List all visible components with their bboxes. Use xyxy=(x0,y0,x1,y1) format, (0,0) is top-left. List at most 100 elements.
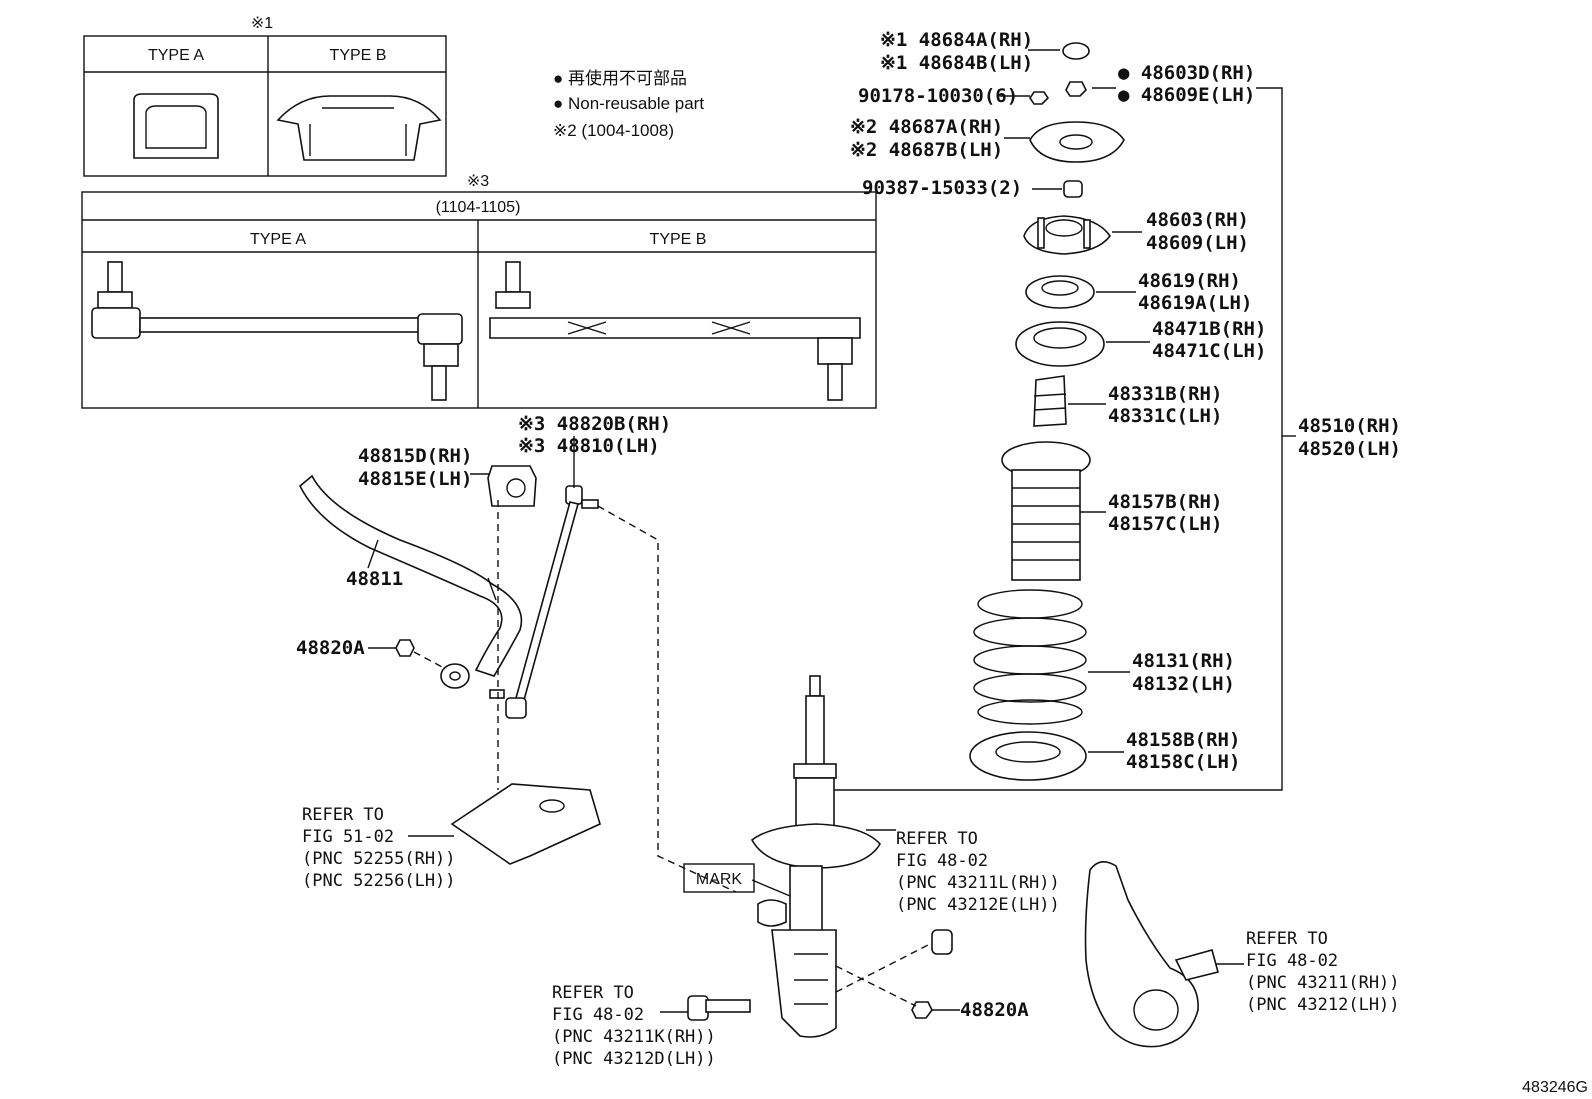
legend-nonreusable-ja: ● 再使用不可部品 xyxy=(553,68,687,88)
bracket-fig51-drawing xyxy=(450,783,601,865)
collar-90387-drawing xyxy=(1063,180,1083,198)
stabilizer-link-type-b-drawing xyxy=(489,261,861,401)
label-48520-lh: 48520(LH) xyxy=(1298,438,1401,460)
ref-fig48-mid-line2: FIG 48-02 xyxy=(896,851,988,871)
label-48158b-rh: 48158B(RH) xyxy=(1126,729,1240,751)
strut-stack-drawings xyxy=(969,42,1125,781)
label-48471c-lh: 48471C(LH) xyxy=(1152,340,1266,362)
table1-type-a: TYPE A xyxy=(148,47,204,64)
ref-fig51-line2: FIG 51-02 xyxy=(302,827,394,847)
label-48471b-rh: 48471B(RH) xyxy=(1152,318,1266,340)
label-48609e-lh: ● 48609E(LH) xyxy=(1118,84,1255,106)
ref-fig48-bottom-line3: (PNC 43211K(RH)) xyxy=(552,1027,716,1047)
label-48820a-left: 48820A xyxy=(296,637,365,659)
stabilizer-link-type-a-drawing xyxy=(91,261,463,401)
insulator-48157-drawing xyxy=(1001,441,1091,581)
label-48331c-lh: 48331C(LH) xyxy=(1108,405,1222,427)
label-48331b-rh: 48331B(RH) xyxy=(1108,383,1222,405)
label-48684-rh: ※1 48684A(RH) xyxy=(880,29,1033,51)
nut-48820a-right-drawing xyxy=(911,1001,933,1019)
nut-48820a-left-drawing xyxy=(395,639,415,657)
table1-note: ※1 xyxy=(251,15,273,32)
stabilizer-bar-drawing xyxy=(299,474,523,689)
strut-nut-drawing xyxy=(931,929,953,955)
label-48157c-lh: 48157C(LH) xyxy=(1108,513,1222,535)
label-48820a-right: 48820A xyxy=(960,999,1029,1021)
strut-bolt-drawing xyxy=(687,995,751,1021)
table3-type-a: TYPE A xyxy=(250,231,306,248)
ref-fig51-line4: (PNC 52256(LH)) xyxy=(302,871,456,891)
ref-fig51-line3: (PNC 52255(RH)) xyxy=(302,849,456,869)
ref-fig48-mid: REFER TO FIG 48-02 (PNC 43211L(RH)) (PNC… xyxy=(896,829,1060,915)
coil-spring-48131-drawing xyxy=(973,589,1087,725)
label-48811: 48811 xyxy=(346,568,403,590)
figure-id: 483246G xyxy=(1522,1079,1588,1096)
table1-type-b: TYPE B xyxy=(330,47,387,64)
stabilizer-link-drawing xyxy=(489,485,599,719)
ref-fig51: REFER TO FIG 51-02 (PNC 52255(RH)) (PNC … xyxy=(302,805,456,891)
label-48687-rh: ※2 48687A(RH) xyxy=(850,116,1003,138)
bumper-48331-drawing xyxy=(1033,375,1067,427)
ref-fig48-bottom: REFER TO FIG 48-02 (PNC 43211K(RH)) (PNC… xyxy=(552,983,716,1069)
strut-leader-lines xyxy=(830,49,1296,791)
part-labels: ※1 48684A(RH) ※1 48684B(LH) 90178-10030(… xyxy=(296,29,1401,1021)
mark-label: MARK xyxy=(683,863,755,893)
table-note-1: ※1 TYPE A TYPE B xyxy=(83,15,447,177)
table1-frame xyxy=(83,35,447,177)
ref-fig48-bottom-line1: REFER TO xyxy=(552,983,634,1003)
label-48815d-rh: 48815D(RH) xyxy=(358,445,472,467)
label-48158c-lh: 48158C(LH) xyxy=(1126,751,1240,773)
label-48603-rh: 48603(RH) xyxy=(1146,209,1249,231)
steering-knuckle-drawing xyxy=(1084,861,1219,1048)
lower-insulator-48158-drawing xyxy=(969,731,1087,781)
ref-fig48-right-line4: (PNC 43212(LH)) xyxy=(1246,995,1400,1015)
label-48820b-rh: ※3 48820B(RH) xyxy=(518,413,671,435)
ref-fig48-right-line1: REFER TO xyxy=(1246,929,1328,949)
label-48510-rh: 48510(RH) xyxy=(1298,415,1401,437)
label-48157b-rh: 48157B(RH) xyxy=(1108,491,1222,513)
cap-type-a-drawing xyxy=(133,93,219,159)
ref-fig48-bottom-line4: (PNC 43212D(LH)) xyxy=(552,1049,716,1069)
ref-fig48-right: REFER TO FIG 48-02 (PNC 43211(RH)) (PNC … xyxy=(1246,929,1400,1015)
ref-fig48-bottom-line2: FIG 48-02 xyxy=(552,1005,644,1025)
table-note-3: ※3 (1104-1105) TYPE A TYPE B xyxy=(81,173,877,409)
label-48131-rh: 48131(RH) xyxy=(1132,650,1235,672)
label-90387: 90387-15033(2) xyxy=(862,177,1022,199)
ref-fig51-line1: REFER TO xyxy=(302,805,384,825)
label-48609-lh: 48609(LH) xyxy=(1146,232,1249,254)
table3-note: ※3 xyxy=(467,173,489,190)
seat-48471-drawing xyxy=(1015,321,1105,367)
cap-type-b-drawing xyxy=(276,95,442,161)
ref-fig48-right-line2: FIG 48-02 xyxy=(1246,951,1338,971)
support-48603-drawing xyxy=(1023,215,1111,255)
shock-absorber-drawing xyxy=(750,675,881,1038)
nut-48603d-drawing xyxy=(1065,81,1087,97)
legend: ● 再使用不可部品 ● Non-reusable part ※2 (1004-1… xyxy=(553,68,704,140)
bushing-48815-drawing xyxy=(487,465,537,507)
label-90178: 90178-10030(6) xyxy=(858,85,1018,107)
label-48684-lh: ※1 48684B(LH) xyxy=(880,52,1033,74)
cap-48684-drawing xyxy=(1062,42,1090,60)
label-48810-lh: ※3 48810(LH) xyxy=(518,435,660,457)
label-48603d-rh: ● 48603D(RH) xyxy=(1118,62,1255,84)
plate-48687-drawing xyxy=(1029,121,1125,163)
legend-note-2: ※2 (1004-1008) xyxy=(553,121,674,140)
label-48619a-lh: 48619A(LH) xyxy=(1138,292,1252,314)
ref-fig48-mid-line4: (PNC 43212E(LH)) xyxy=(896,895,1060,915)
ref-fig48-right-line3: (PNC 43211(RH)) xyxy=(1246,973,1400,993)
ref-fig48-mid-line1: REFER TO xyxy=(896,829,978,849)
label-48687-lh: ※2 48687B(LH) xyxy=(850,139,1003,161)
bearing-48619-drawing xyxy=(1025,275,1095,309)
table3-range: (1104-1105) xyxy=(436,199,521,216)
table3-type-b: TYPE B xyxy=(650,231,707,248)
legend-nonreusable-en: ● Non-reusable part xyxy=(553,94,704,113)
label-48132-lh: 48132(LH) xyxy=(1132,673,1235,695)
label-48815e-lh: 48815E(LH) xyxy=(358,468,472,490)
label-48619-rh: 48619(RH) xyxy=(1138,270,1241,292)
nut-90178-drawing xyxy=(1029,91,1050,105)
mark-text: MARK xyxy=(696,871,743,888)
ref-fig48-mid-line3: (PNC 43211L(RH)) xyxy=(896,873,1060,893)
table3-frame xyxy=(81,191,877,409)
